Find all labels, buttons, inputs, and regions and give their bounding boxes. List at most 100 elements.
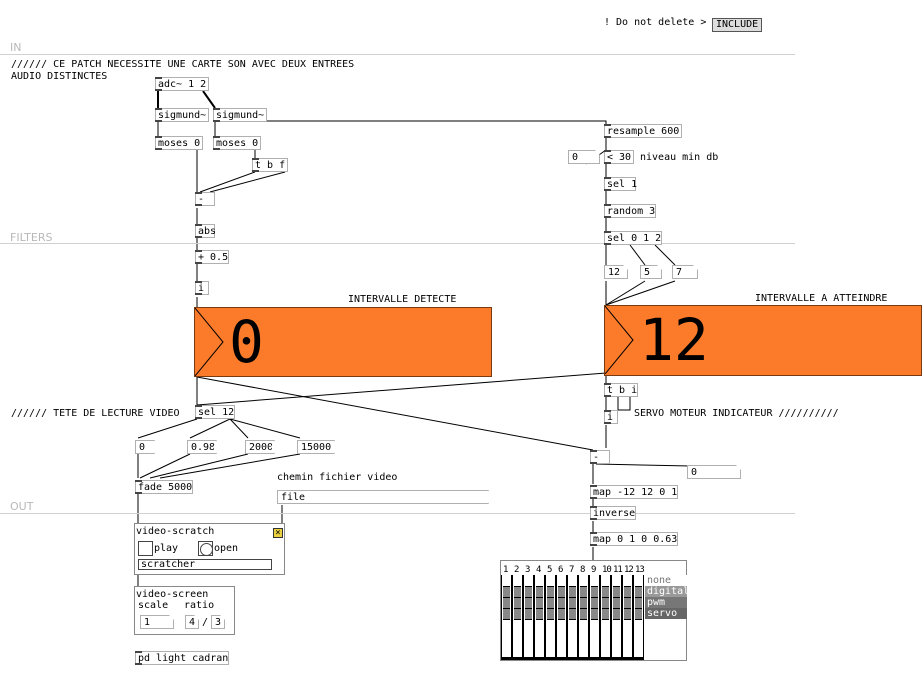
pin-cell[interactable] xyxy=(569,576,576,587)
db-level-number[interactable]: 0 xyxy=(568,150,600,164)
pin-cell[interactable] xyxy=(503,587,510,598)
int-object-2[interactable]: i xyxy=(604,410,618,424)
pin-cell[interactable] xyxy=(558,587,565,598)
pin-column-6[interactable] xyxy=(556,575,567,660)
pin-column-11[interactable] xyxy=(611,575,622,660)
pin-mode-pwm[interactable]: pwm xyxy=(645,597,687,608)
pin-cell[interactable] xyxy=(613,598,620,609)
pin-cell[interactable] xyxy=(613,587,620,598)
pin-cell[interactable] xyxy=(580,609,587,620)
pin-column-12[interactable] xyxy=(622,575,633,660)
pin-cell[interactable] xyxy=(580,576,587,587)
toggle-x-icon[interactable]: × xyxy=(273,528,283,538)
random-object[interactable]: random 3 xyxy=(604,204,656,218)
pin-mode-servo[interactable]: servo xyxy=(645,608,687,619)
pin-cell[interactable] xyxy=(624,609,631,620)
intervalle-detecte-display[interactable]: 0 xyxy=(194,307,492,377)
pin-cell[interactable] xyxy=(569,598,576,609)
message-2000[interactable]: 2000 xyxy=(245,440,275,454)
pin-cell[interactable] xyxy=(547,576,554,587)
pin-cell[interactable] xyxy=(525,609,532,620)
pin-column-4[interactable] xyxy=(534,575,545,660)
pin-column-10[interactable] xyxy=(600,575,611,660)
pin-column-5[interactable] xyxy=(545,575,556,660)
intervalle-atteindre-display[interactable]: 12 xyxy=(604,305,922,376)
plus-half-object[interactable]: + 0.5 xyxy=(195,250,229,264)
sigmund-object-2[interactable]: sigmund~ xyxy=(213,108,267,122)
pin-cell[interactable] xyxy=(547,598,554,609)
moses-object-1[interactable]: moses 0 xyxy=(155,136,203,150)
pin-column-9[interactable] xyxy=(589,575,600,660)
pin-cell[interactable] xyxy=(547,609,554,620)
pin-column-7[interactable] xyxy=(567,575,578,660)
pin-cell[interactable] xyxy=(558,598,565,609)
abs-object[interactable]: abs xyxy=(195,224,216,238)
map-object-1[interactable]: map -12 12 0 1 xyxy=(590,485,678,499)
servo-output-number[interactable]: 0 xyxy=(687,465,741,479)
pin-mode-digital[interactable]: digital xyxy=(645,586,690,597)
pin-cell[interactable] xyxy=(514,609,521,620)
moses-object-2[interactable]: moses 0 xyxy=(213,136,261,150)
pin-cell[interactable] xyxy=(613,609,620,620)
play-toggle[interactable] xyxy=(138,541,153,556)
pin-column-2[interactable] xyxy=(512,575,523,660)
message-0-98[interactable]: 0.98 xyxy=(187,440,217,454)
pin-cell[interactable] xyxy=(536,587,543,598)
fade-object[interactable]: fade 5000 xyxy=(135,480,193,494)
file-path-message[interactable]: file ../../data/all640x480x350.mov xyxy=(277,490,489,504)
pin-cell[interactable] xyxy=(635,576,642,587)
pin-cell[interactable] xyxy=(580,587,587,598)
pin-column-1[interactable] xyxy=(501,575,512,660)
int-object-1[interactable]: i xyxy=(195,281,209,295)
ratio-b-number[interactable]: 3 xyxy=(211,615,225,629)
select-1-object[interactable]: sel 1 xyxy=(604,177,637,191)
pin-cell[interactable] xyxy=(591,609,598,620)
trigger-bf-object[interactable]: t b f xyxy=(252,158,288,172)
select-12-object[interactable]: sel 12 xyxy=(195,405,235,419)
pin-column-13[interactable] xyxy=(633,575,644,660)
pin-cell[interactable] xyxy=(536,598,543,609)
less-than-object[interactable]: < 30 xyxy=(604,150,634,164)
subtract-object-1[interactable]: - xyxy=(195,192,215,206)
pin-cell[interactable] xyxy=(514,587,521,598)
pin-mode-none[interactable]: none xyxy=(645,575,687,586)
pin-column-3[interactable] xyxy=(523,575,534,660)
ratio-a-number[interactable]: 4 xyxy=(185,615,199,629)
pin-cell[interactable] xyxy=(525,587,532,598)
pin-cell[interactable] xyxy=(580,598,587,609)
pin-cell[interactable] xyxy=(514,576,521,587)
pin-cell[interactable] xyxy=(569,587,576,598)
pin-cell[interactable] xyxy=(591,598,598,609)
pin-cell[interactable] xyxy=(569,609,576,620)
pin-cell[interactable] xyxy=(602,576,609,587)
pin-column-8[interactable] xyxy=(578,575,589,660)
sigmund-object-1[interactable]: sigmund~ xyxy=(155,108,209,122)
trigger-bi-object[interactable]: t b i xyxy=(604,383,638,397)
pin-cell[interactable] xyxy=(525,576,532,587)
select-012-object[interactable]: sel 0 1 2 xyxy=(604,231,662,245)
pin-cell[interactable] xyxy=(536,576,543,587)
pin-cell[interactable] xyxy=(602,598,609,609)
pin-cell[interactable] xyxy=(624,587,631,598)
pin-cell[interactable] xyxy=(558,609,565,620)
open-bang[interactable] xyxy=(198,541,213,556)
pin-cell[interactable] xyxy=(613,576,620,587)
pin-cell[interactable] xyxy=(624,576,631,587)
pin-cell[interactable] xyxy=(591,587,598,598)
pin-cell[interactable] xyxy=(635,587,642,598)
inverse-object[interactable]: inverse xyxy=(590,506,636,520)
scratcher-slider[interactable]: scratcher xyxy=(138,559,272,570)
pin-cell[interactable] xyxy=(525,598,532,609)
subtract-object-2[interactable]: - xyxy=(590,450,610,464)
pin-cell[interactable] xyxy=(602,609,609,620)
pin-cell[interactable] xyxy=(514,598,521,609)
resample-object[interactable]: resample 600 xyxy=(604,124,682,138)
scale-number[interactable]: 1 xyxy=(140,615,174,629)
pin-cell[interactable] xyxy=(536,609,543,620)
pin-cell[interactable] xyxy=(624,598,631,609)
interval-5-number[interactable]: 5 xyxy=(640,265,662,279)
interval-12-number[interactable]: 12 xyxy=(604,265,628,279)
pin-cell[interactable] xyxy=(591,576,598,587)
pin-cell[interactable] xyxy=(503,609,510,620)
